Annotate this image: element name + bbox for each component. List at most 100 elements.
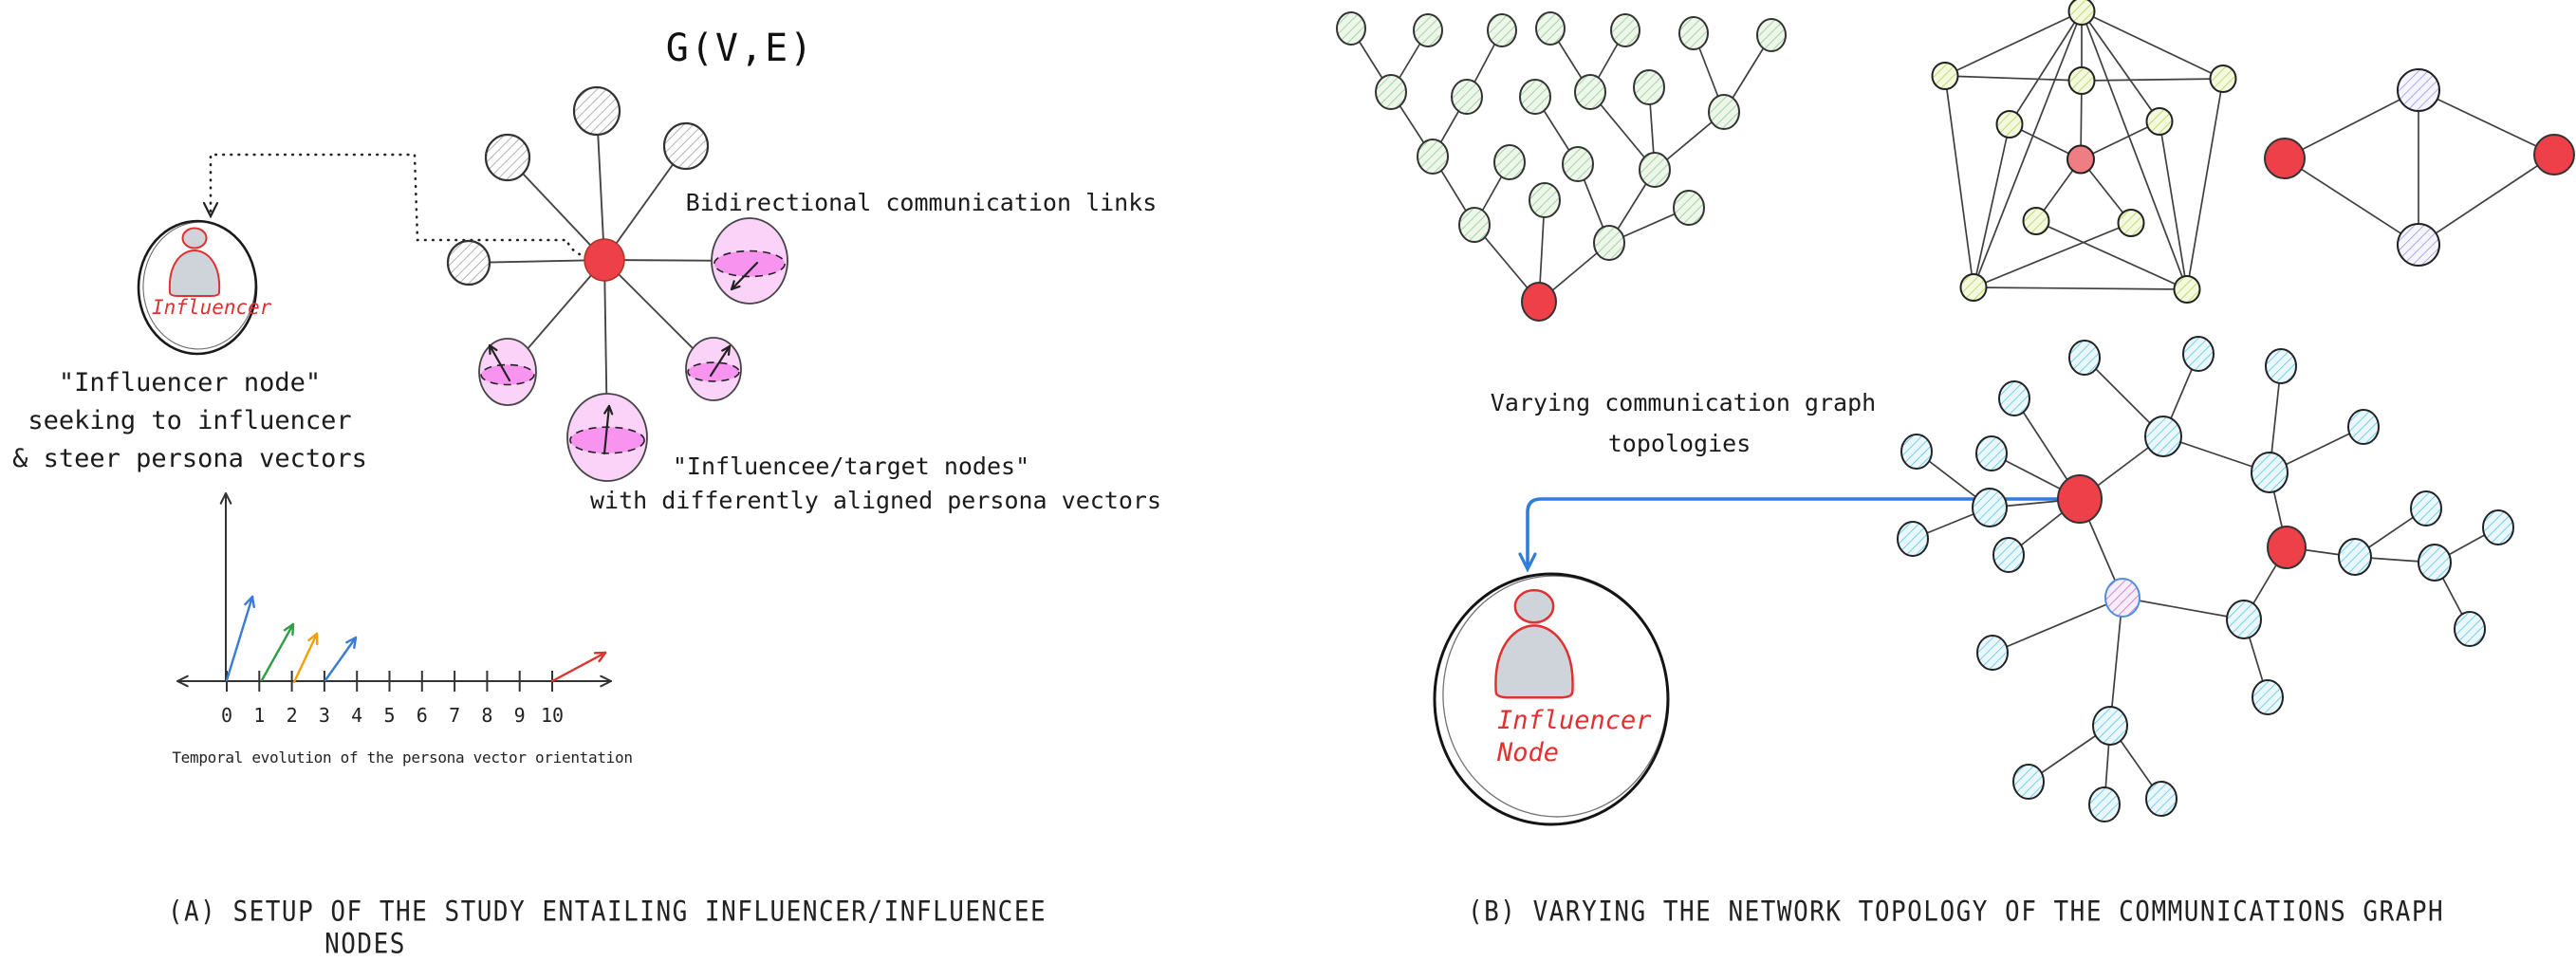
arrowhead-icon [307, 632, 319, 642]
network-node-cyan [2410, 490, 2442, 527]
tree-node-green [1375, 74, 1407, 110]
influencer-bubble-label: Influencer [152, 296, 272, 319]
star-node-gray [446, 239, 491, 286]
axis-tick-label: 3 [318, 704, 330, 727]
arrow-shaft [550, 651, 607, 683]
network-node-cyan [2338, 538, 2372, 576]
network-node-cyan [2068, 340, 2101, 376]
arrowhead-icon [603, 404, 611, 415]
arrowhead-icon [176, 675, 189, 682]
pentagon-node-lime [1931, 62, 1959, 90]
network-edge [1992, 597, 2123, 654]
axis-tick-label: 5 [383, 704, 396, 727]
diamond-node-purple [2397, 68, 2440, 112]
tree-node-green [1708, 94, 1740, 130]
arrow-shaft [225, 595, 254, 682]
diamond-edge [2418, 154, 2555, 246]
tree-topology-graph [1336, 11, 1787, 322]
arrow-shaft [602, 404, 611, 455]
network-node-cyan [2265, 348, 2297, 384]
diamond-node-purple [2397, 223, 2440, 267]
influencer-text-line1: "Influencer node" [58, 368, 322, 397]
star-graph [446, 85, 788, 482]
pentagon-edge [2080, 120, 2160, 160]
arrowhead-icon [345, 636, 358, 644]
pentagon-node-lime [2145, 107, 2174, 136]
network-node-cyan [1972, 488, 2008, 527]
network-node-cyan [1900, 434, 1933, 470]
arrowhead-icon [488, 343, 498, 352]
arrow-shaft [709, 344, 732, 378]
tree-node-green [1458, 207, 1491, 243]
star-edge [507, 157, 605, 261]
pentagon-edge [1973, 10, 2083, 288]
hub-network-graph [1897, 336, 2514, 822]
axis-tick-label: 8 [481, 704, 493, 727]
network-node-cyan [1992, 537, 2025, 573]
persona-vector-axis [176, 492, 612, 692]
tree-node-green [1593, 225, 1625, 261]
arrowhead-icon [283, 622, 295, 632]
axis-caption: Temporal evolution of the persona vector… [172, 748, 633, 767]
caption-b: (B) VARYING THE NETWORK TOPOLOGY OF THE … [1468, 896, 2445, 929]
diamond-edge [2418, 89, 2555, 156]
network-edge [2122, 597, 2245, 620]
network-node-cyan [2145, 781, 2178, 817]
network-node-cyan [2226, 600, 2262, 639]
influencer-text-line2: seeking to influencer [28, 406, 352, 435]
network-node-cyan [1975, 435, 2008, 471]
axis-tick-label: 6 [416, 704, 428, 727]
influencer-node-label-line1: Influencer [1497, 706, 1652, 735]
network-node-cyan [2482, 509, 2514, 545]
arrowhead-icon [598, 651, 607, 663]
pentagon-node-salmon [2066, 144, 2095, 175]
arrow-shaft [260, 622, 295, 682]
arrow-shaft [324, 636, 358, 682]
axis-tick-label: 10 [540, 704, 565, 727]
axis-tick-label: 1 [253, 704, 266, 727]
star-hub-node-red [584, 238, 625, 282]
pentagon-node-lime [2173, 275, 2201, 304]
tree-node-green [1413, 13, 1443, 47]
tree-node-green [1756, 18, 1787, 52]
influencee-text-line1: "Influencee/target nodes" [672, 453, 1030, 480]
bidirectional-links-label: Bidirectional communication links [685, 189, 1158, 216]
arrowhead-icon [600, 675, 612, 682]
star-node-gray [662, 121, 710, 171]
star-node-gray [572, 85, 621, 137]
network-node-cyan [1998, 380, 2030, 416]
arrowhead-icon [607, 404, 614, 416]
pentagon-edge [1944, 75, 1974, 288]
diamond-node-red [2533, 134, 2575, 176]
axis-tick-label: 2 [286, 704, 298, 727]
network-node-cyan [2088, 786, 2121, 822]
diamond-node-red [2264, 138, 2306, 179]
pentagon-node-lime [2209, 65, 2237, 93]
influencer-node-label-line2: Node [1497, 738, 1560, 767]
blue-influencer-arrow [1518, 497, 2060, 573]
arrow-shaft [488, 343, 511, 382]
network-node-red [2057, 474, 2103, 524]
tree-node-green [1678, 16, 1709, 50]
pentagon-node-lime [2067, 0, 2096, 26]
pentagon-edge [2159, 120, 2188, 290]
star-edge [596, 110, 605, 261]
arrowhead-icon [176, 680, 189, 688]
tree-node-green [1562, 146, 1594, 182]
tree-node-green [1633, 69, 1665, 105]
arrowhead-icon [721, 344, 732, 352]
tree-node-green [1529, 182, 1561, 218]
arrowhead-icon [730, 285, 741, 291]
tree-node-green [1673, 190, 1705, 226]
network-node-cyan [2182, 336, 2215, 372]
arrow-shaft [292, 632, 319, 684]
graph-title: G(V,E) [665, 27, 815, 70]
network-edge [2109, 597, 2123, 727]
influencer-bubble [137, 219, 258, 356]
pentagon-node-lime [2067, 66, 2096, 95]
pentagon-edge [2081, 10, 2160, 122]
diamond-topology-graph [2264, 68, 2575, 267]
network-node-cyan [2092, 706, 2128, 746]
pentagon-edge [1973, 222, 2132, 288]
